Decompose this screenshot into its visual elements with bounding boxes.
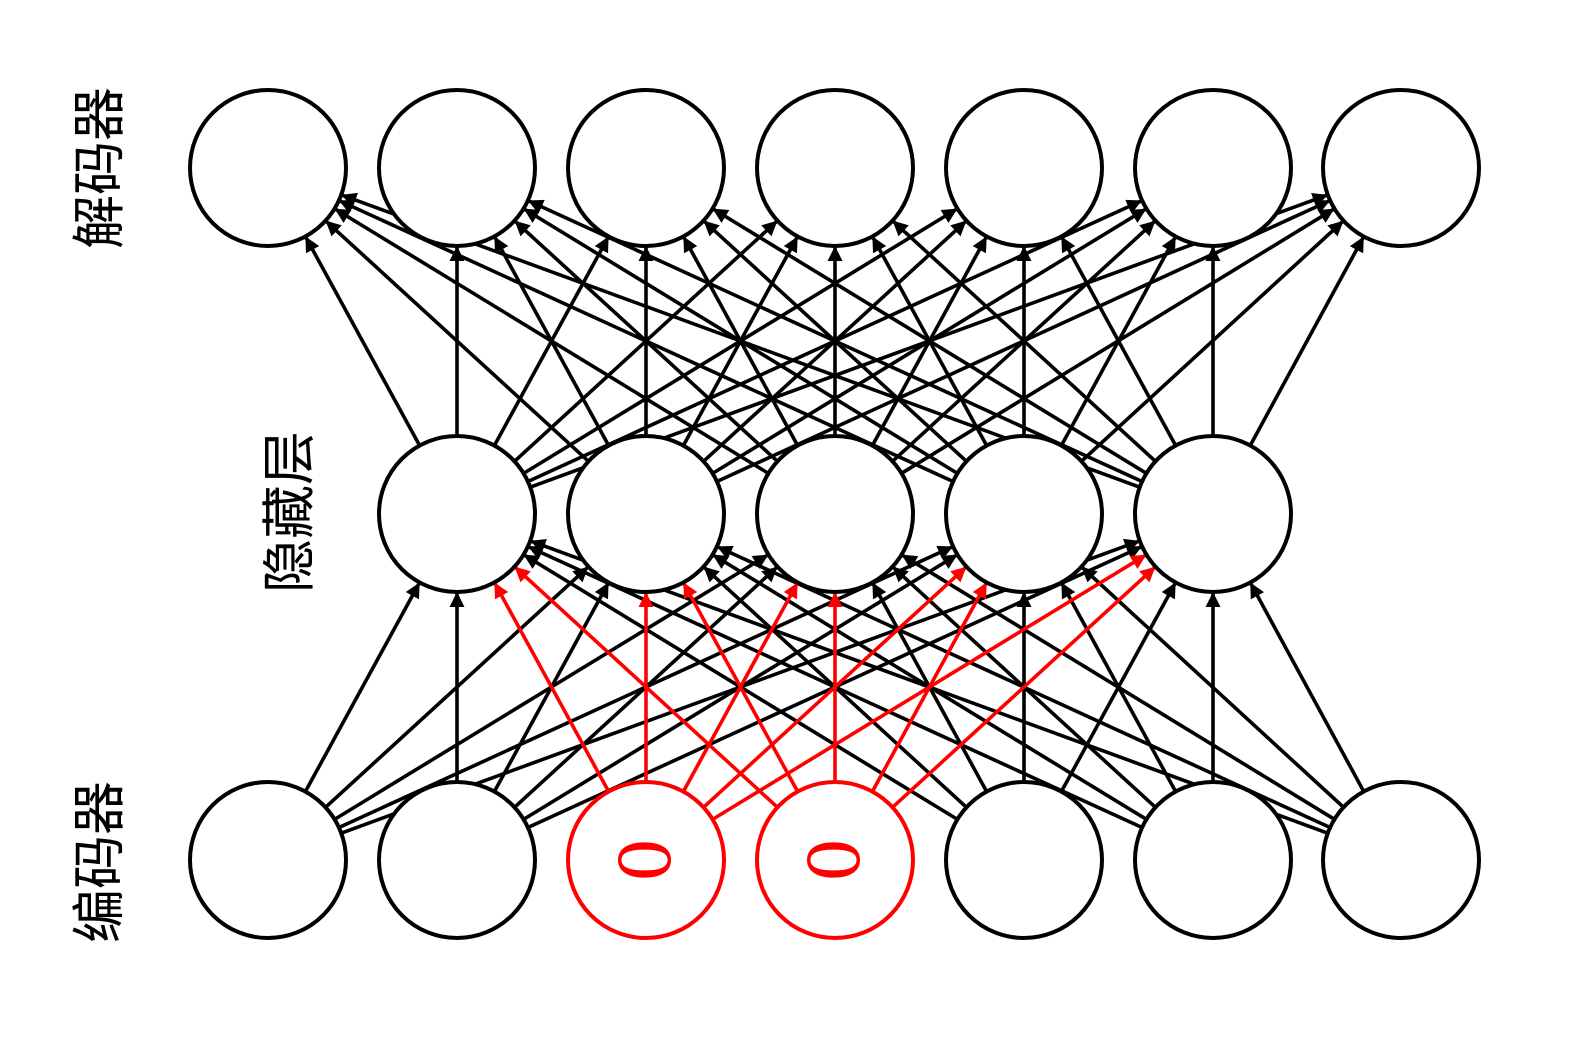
hidden-node-2 [755, 434, 915, 594]
decoder-node-6 [1321, 88, 1481, 248]
edge-encoder-0-hidden-0 [303, 581, 422, 793]
edge-hidden-4-decoder-6 [1248, 235, 1366, 447]
hidden-layer-label: 隐藏层 [258, 431, 321, 593]
encoder-node-4 [944, 780, 1104, 940]
edge-hidden-4-decoder-1 [527, 198, 1143, 484]
encoder-node-2-value: 0 [605, 838, 687, 883]
hidden-node-0 [377, 434, 537, 594]
decoder-node-0 [188, 88, 348, 248]
edge-hidden-4-decoder-2 [711, 207, 1148, 475]
hidden-node-4 [1133, 434, 1293, 594]
decoder-node-2 [566, 88, 726, 248]
edge-encoder-3-hidden-4-dropped [891, 565, 1157, 809]
edge-hidden-0-decoder-0 [303, 235, 422, 447]
hidden-node-3 [944, 434, 1104, 594]
hidden-node-1 [566, 434, 726, 594]
edge-hidden-2-decoder-0 [333, 207, 770, 475]
encoder-node-3-value: 0 [794, 838, 876, 883]
edge-hidden-4-decoder-4 [1059, 235, 1178, 447]
encoder-node-0 [188, 780, 348, 940]
decoder-label: 解码器 [68, 87, 131, 249]
edge-encoder-6-hidden-2 [900, 553, 1336, 821]
decoder-node-3 [755, 88, 915, 248]
edge-encoder-3-hidden-1-dropped [681, 581, 800, 793]
encoder-node-3-dropped [755, 780, 915, 940]
encoder-label: 编码器 [68, 781, 131, 943]
edge-encoder-2-hidden-0-dropped [492, 581, 611, 793]
edge-encoder-3-hidden-3-dropped [870, 581, 989, 793]
edge-hidden-4-decoder-3 [891, 219, 1157, 463]
encoder-node-1 [377, 780, 537, 940]
encoder-node-5 [1133, 780, 1293, 940]
edge-hidden-3-decoder-0 [338, 198, 954, 484]
edge-encoder-6-hidden-3 [1080, 565, 1345, 809]
edge-hidden-1-decoder-0 [324, 219, 590, 463]
edge-encoder-3-hidden-0-dropped [513, 565, 779, 809]
decoder-node-1 [377, 88, 537, 248]
decoder-node-5 [1133, 88, 1293, 248]
encoder-node-6 [1321, 780, 1481, 940]
edge-encoder-6-hidden-4 [1248, 581, 1366, 793]
encoder-node-2-dropped [566, 780, 726, 940]
decoder-node-4 [944, 88, 1104, 248]
edges-dropped [492, 553, 1157, 821]
